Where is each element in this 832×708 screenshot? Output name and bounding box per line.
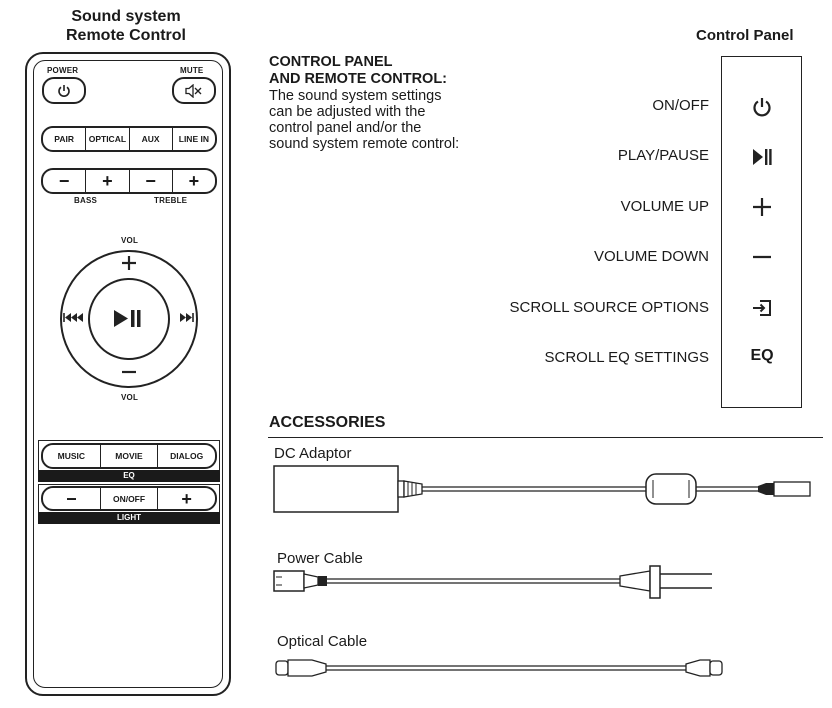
optical-button[interactable]: OPTICAL: [86, 128, 130, 150]
light-button-group: − ON/OFF +: [41, 486, 217, 511]
intro-heading-line2: AND REMOTE CONTROL:: [269, 71, 448, 87]
accessories-heading: ACCESSORIES: [269, 414, 386, 431]
eq-label: EQ: [38, 470, 220, 482]
bass-plus-button[interactable]: +: [86, 170, 130, 192]
intro-heading-line1: CONTROL PANEL: [269, 54, 393, 70]
control-button-volume-down[interactable]: [741, 244, 783, 270]
power-icon: [58, 84, 70, 97]
dc-adaptor-label: DC Adaptor: [274, 445, 352, 462]
power-icon: [753, 98, 771, 117]
intro-text-line: control panel and/or the: [269, 120, 422, 136]
control-button-play-pause[interactable]: [741, 144, 783, 170]
control-button-source[interactable]: [741, 295, 783, 321]
eq-button-group: MUSIC MOVIE DIALOG: [41, 443, 217, 469]
intro-block: CONTROL PANEL AND REMOTE CONTROL: The so…: [269, 54, 509, 152]
intro-text-line: The sound system settings: [269, 88, 442, 104]
plus-icon: +: [188, 171, 200, 191]
control-button-volume-up[interactable]: [741, 194, 783, 220]
bass-label: BASS: [74, 196, 98, 205]
bass-treble-group: − + − +: [41, 168, 217, 194]
control-panel-outline: [721, 56, 802, 408]
light-onoff-button[interactable]: ON/OFF: [101, 488, 159, 509]
minus-icon: −: [58, 171, 70, 191]
remote-title: Sound system Remote Control: [40, 7, 212, 45]
minus-icon: [753, 255, 771, 259]
power-cable-label: Power Cable: [277, 550, 363, 567]
volume-track-pad[interactable]: [58, 246, 200, 392]
minus-icon: −: [145, 171, 156, 191]
dc-adaptor-illustration: [273, 465, 811, 513]
control-label-scroll-eq: SCROLL EQ SETTINGS: [544, 349, 709, 366]
remote-inner-outline: [33, 60, 223, 688]
control-label-volume-down: VOLUME DOWN: [593, 248, 709, 265]
mute-label: MUTE: [180, 66, 204, 75]
power-cable-illustration: [273, 565, 712, 599]
light-label: LIGHT: [38, 512, 220, 524]
dialog-eq-button[interactable]: DIALOG: [170, 451, 204, 461]
intro-text-line: can be adjusted with the: [269, 104, 426, 120]
light-plus-button[interactable]: +: [158, 488, 215, 509]
control-button-power[interactable]: [741, 94, 783, 120]
remote-title-line2: Remote Control: [66, 27, 186, 44]
control-button-eq[interactable]: EQ: [750, 347, 774, 364]
bass-minus-button[interactable]: −: [43, 170, 87, 192]
control-label-volume-up: VOLUME UP: [620, 198, 709, 215]
control-label-scroll-source: SCROLL SOURCE OPTIONS: [509, 299, 709, 316]
accessories-divider: [268, 437, 823, 438]
treble-label: TREBLE: [154, 196, 188, 205]
music-eq-button[interactable]: MUSIC: [43, 445, 101, 467]
power-label: POWER: [47, 66, 79, 75]
remote-outline: [25, 52, 231, 696]
source-button-group: PAIR OPTICAL AUX LINE IN: [41, 126, 217, 152]
control-label-play-pause: PLAY/PAUSE: [617, 147, 709, 164]
optical-cable-illustration: [275, 659, 723, 677]
plus-icon: +: [102, 171, 113, 191]
plus-icon: +: [181, 488, 192, 509]
treble-minus-button[interactable]: −: [130, 170, 173, 192]
treble-plus-button[interactable]: +: [173, 170, 215, 192]
light-minus-button[interactable]: −: [43, 488, 101, 509]
vol-label-bottom: VOL: [121, 393, 139, 402]
play-pause-icon: [753, 149, 772, 165]
power-button[interactable]: [42, 77, 86, 104]
speaker-mute-icon: [185, 83, 202, 98]
minus-icon: −: [66, 488, 77, 509]
source-input-icon: [753, 300, 771, 316]
control-panel-title: Control Panel: [696, 27, 794, 44]
optical-cable-label: Optical Cable: [277, 633, 368, 650]
pair-button[interactable]: PAIR: [43, 128, 87, 150]
vol-label-top: VOL: [121, 236, 139, 245]
control-label-on-off: ON/OFF: [652, 97, 709, 114]
mute-button[interactable]: [172, 77, 216, 104]
movie-eq-button[interactable]: MOVIE: [101, 445, 159, 467]
remote-title-line1: Sound system: [71, 8, 181, 25]
plus-icon: [753, 198, 771, 216]
line-in-button[interactable]: LINE IN: [178, 134, 209, 144]
intro-text-line: sound system remote control:: [269, 136, 460, 152]
aux-button[interactable]: AUX: [130, 128, 173, 150]
